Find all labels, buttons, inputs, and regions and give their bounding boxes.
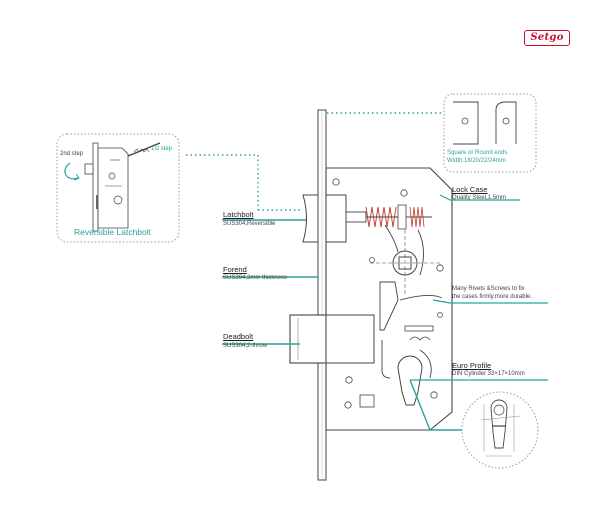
brand-logo: Setgo bbox=[524, 30, 570, 46]
euro-profile-detail: DIN Cylinder 33×17×10mm bbox=[452, 371, 525, 377]
forend-plate bbox=[317, 109, 327, 481]
forend-detail: SUS304,3mm thickness bbox=[223, 275, 288, 281]
euro-profile-title: Euro Profile bbox=[452, 361, 492, 370]
cylinder-detail bbox=[461, 391, 539, 469]
lock-case-title: Lock Case bbox=[452, 185, 488, 194]
latchbolt bbox=[302, 194, 432, 243]
reversible-connector bbox=[186, 154, 302, 211]
lock-case-detail: Quality Steel,1.5mm bbox=[452, 195, 507, 201]
step-1-label: 1st step bbox=[151, 146, 173, 152]
deadbolt bbox=[289, 314, 375, 364]
ends-widths: Width:18/20/22/24mm bbox=[447, 158, 506, 164]
forend-title: Forend bbox=[223, 265, 247, 274]
rivets-line-2: the cases firmly,more durable. bbox=[452, 294, 532, 300]
latchbolt-detail: SUS304,Reversible bbox=[223, 221, 276, 227]
ends-inset bbox=[443, 93, 537, 173]
reversible-latchbolt-title: Reversible Latchbolt bbox=[74, 227, 152, 237]
deadbolt-detail: SUS304,2-throw bbox=[223, 343, 268, 349]
latchbolt-title: Latchbolt bbox=[223, 210, 254, 219]
callout-leaders bbox=[222, 194, 548, 431]
reversible-latchbolt-inset bbox=[56, 133, 180, 243]
step-2-label: 2nd step bbox=[60, 151, 84, 157]
deadbolt-title: Deadbolt bbox=[223, 332, 254, 341]
rivets-line-1: Many Rivets &Screws to fix bbox=[452, 286, 525, 292]
ends-title: Square or Round ends bbox=[447, 150, 508, 156]
